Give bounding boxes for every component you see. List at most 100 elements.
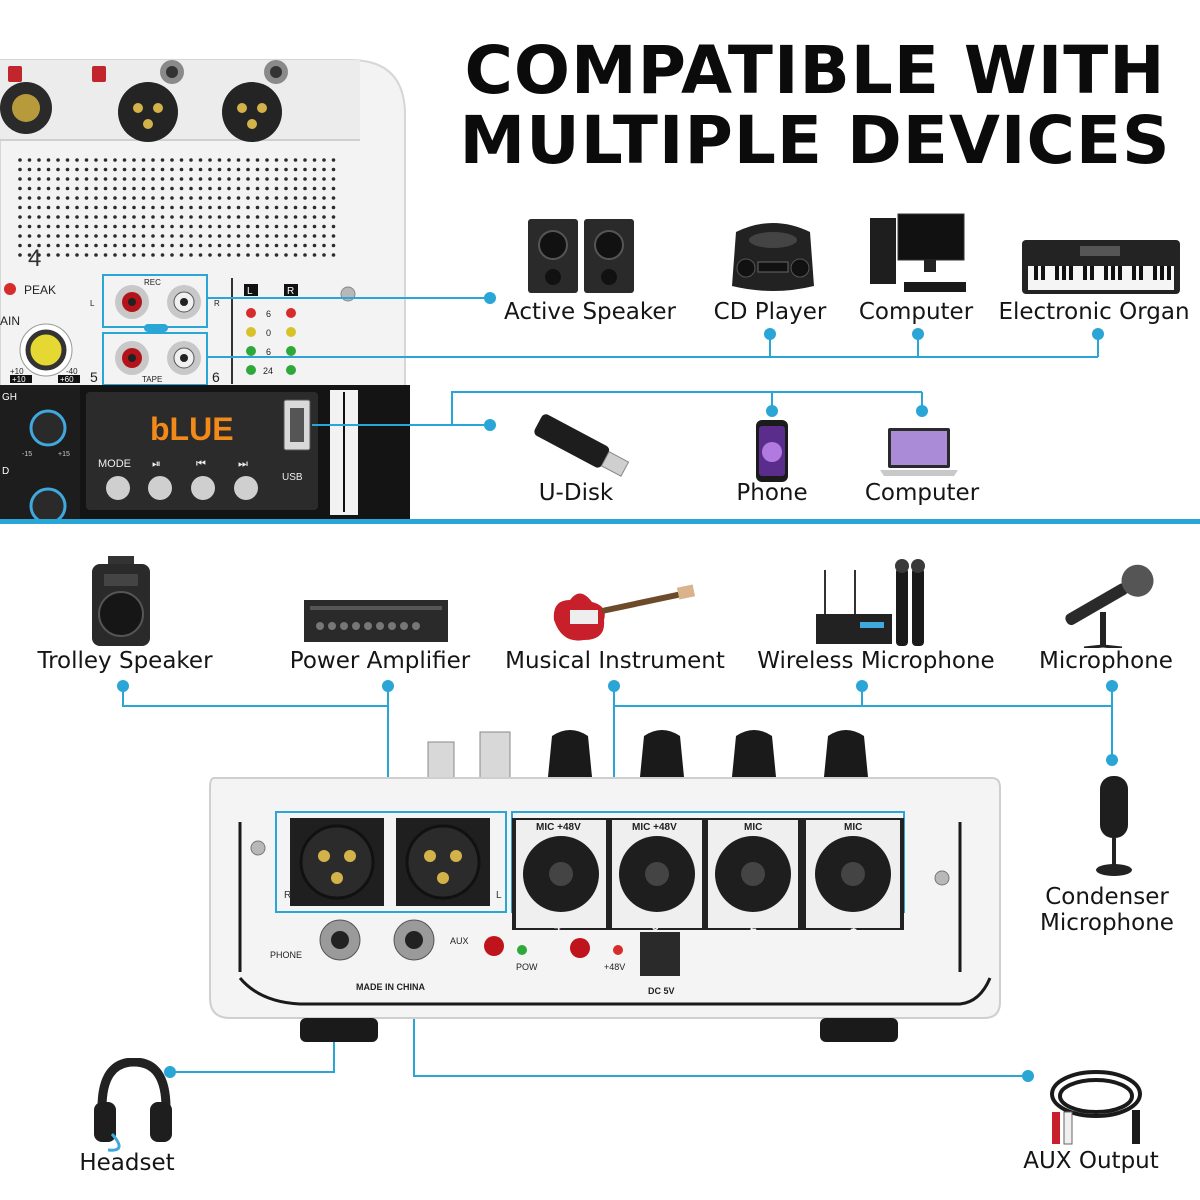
gain-max-label: -40: [66, 367, 78, 376]
aux-cable-icon: [1050, 1070, 1142, 1145]
player-display: bLUE: [150, 411, 234, 447]
guitar-icon: [553, 584, 696, 641]
title-line-2: MULTIPLE DEVICES: [459, 102, 1171, 179]
speaker-grille: [18, 158, 336, 257]
channel-number-label: 1: [850, 919, 857, 933]
device-label-electronic-organ: Electronic Organ: [998, 299, 1190, 325]
meter-r-label: R: [287, 286, 294, 297]
peak-led: [4, 283, 16, 295]
cd-player-icon: [732, 223, 814, 291]
xlr-output-box: [275, 811, 507, 913]
dc-label: DC 5V: [648, 986, 675, 996]
usb-label: USB: [282, 472, 303, 483]
gain-label: AIN: [0, 314, 20, 328]
xlr-r-label: R: [284, 890, 291, 901]
mic-label: MIC: [744, 822, 762, 833]
mixer-top-closeup: 4 PEAK AIN +10 -40 +10 +60 5 6 REC TAPE …: [0, 59, 410, 520]
next-label: ⏭: [238, 458, 248, 470]
screw-icon: [250, 840, 266, 856]
mode-button[interactable]: [106, 476, 130, 500]
eq-min-label: -15: [22, 451, 32, 458]
top-knobs: [427, 730, 868, 783]
phantom-label: +48V: [604, 962, 625, 972]
dc-jack-icon: [640, 932, 680, 976]
channel-number-label: 3: [652, 919, 659, 933]
pow-label: POW: [516, 962, 538, 972]
prev-button[interactable]: [191, 476, 215, 500]
device-label-musical-instrument: Musical Instrument: [505, 648, 725, 674]
device-label-power-amplifier: Power Amplifier: [289, 648, 471, 674]
device-label-laptop-computer: Computer: [864, 480, 980, 506]
keyboard-icon: [1022, 240, 1180, 294]
screw-icon: [934, 870, 950, 886]
condenser-line-1: Condenser: [1045, 884, 1169, 910]
condenser-line-2: Microphone: [1040, 910, 1174, 936]
mic-label: MIC +48V: [536, 822, 581, 833]
meter-l-label: L: [247, 286, 253, 297]
amplifier-icon: [304, 600, 448, 642]
device-label-trolley-speaker: Trolley Speaker: [37, 648, 213, 674]
rec-label: REC: [144, 278, 161, 287]
phantom-led: [613, 945, 623, 955]
power-led: [517, 945, 527, 955]
next-button[interactable]: [234, 476, 258, 500]
combo-inputs: [516, 820, 900, 928]
eq-mid-knob-icon: [29, 487, 67, 520]
laptop-icon: [880, 428, 958, 476]
page-title: COMPATIBLE WITH MULTIPLE DEVICES: [440, 36, 1190, 176]
phone-icon: [756, 420, 788, 482]
xlr-out-r-icon: [299, 824, 375, 900]
device-label-aux-output: AUX Output: [1023, 1148, 1159, 1174]
meter-level-label: 24: [263, 366, 273, 376]
usb-drive-icon: [534, 414, 630, 477]
phone-label: PHONE: [270, 950, 302, 960]
made-in-label: MADE IN CHINA: [356, 982, 425, 992]
headset-icon: [94, 1058, 172, 1152]
rca-l-label: L: [90, 299, 95, 308]
device-label-wireless-microphone: Wireless Microphone: [757, 648, 995, 674]
microphone-icon: [1065, 564, 1154, 648]
eq-high-label: GH: [2, 392, 17, 403]
device-label-condenser-microphone: Condenser Microphone: [1024, 884, 1190, 936]
channel-number: 4: [28, 245, 41, 272]
section-divider: [0, 519, 1200, 524]
xlr-out-l-icon: [405, 824, 481, 900]
xlr-port-icon: [118, 82, 178, 142]
trolley-speaker-icon: [92, 556, 150, 646]
prev-label: ⏮: [196, 458, 206, 470]
play-pause-button[interactable]: [148, 476, 172, 500]
meter-level-label: 0: [266, 328, 271, 338]
wireless-mic-icon: [816, 559, 925, 646]
device-label-active-speaker: Active Speaker: [503, 299, 676, 325]
meter-level-label: 6: [266, 309, 271, 319]
binding-post-red: [8, 66, 22, 82]
device-label-u-disk: U-Disk: [538, 480, 614, 506]
channel-number-label: 4: [554, 919, 561, 933]
mic-label: MIC: [844, 822, 862, 833]
speaker-pair-icon: [528, 219, 634, 293]
player-module: [86, 392, 318, 510]
xlr-port-icon: [222, 82, 282, 142]
meter-level-label: 6: [266, 347, 271, 357]
device-label-headset: Headset: [79, 1150, 175, 1176]
binding-post-red: [92, 66, 106, 82]
aux-label: AUX: [450, 936, 469, 946]
tape-label: TAPE: [142, 375, 162, 384]
eq-mid-label: D: [2, 466, 9, 477]
device-label-phone: Phone: [736, 480, 808, 506]
peak-label: PEAK: [24, 283, 56, 297]
power-switch[interactable]: [484, 936, 504, 956]
eq-high-knob-icon: [29, 409, 67, 447]
screw-icon: [340, 286, 356, 302]
phantom-switch[interactable]: [570, 938, 590, 958]
condenser-mic-icon: [1096, 776, 1132, 876]
device-label-computer: Computer: [858, 299, 974, 325]
channel-6-label: 6: [212, 369, 220, 385]
gain-low-label: +10: [12, 375, 26, 384]
gain-high-label: +60: [60, 375, 74, 384]
title-line-1: COMPATIBLE WITH: [464, 32, 1166, 109]
rca-r-label: R: [214, 299, 220, 308]
channel-number-label: 2: [750, 919, 757, 933]
xlr-l-label: L: [496, 890, 502, 901]
mode-label: MODE: [98, 458, 131, 470]
